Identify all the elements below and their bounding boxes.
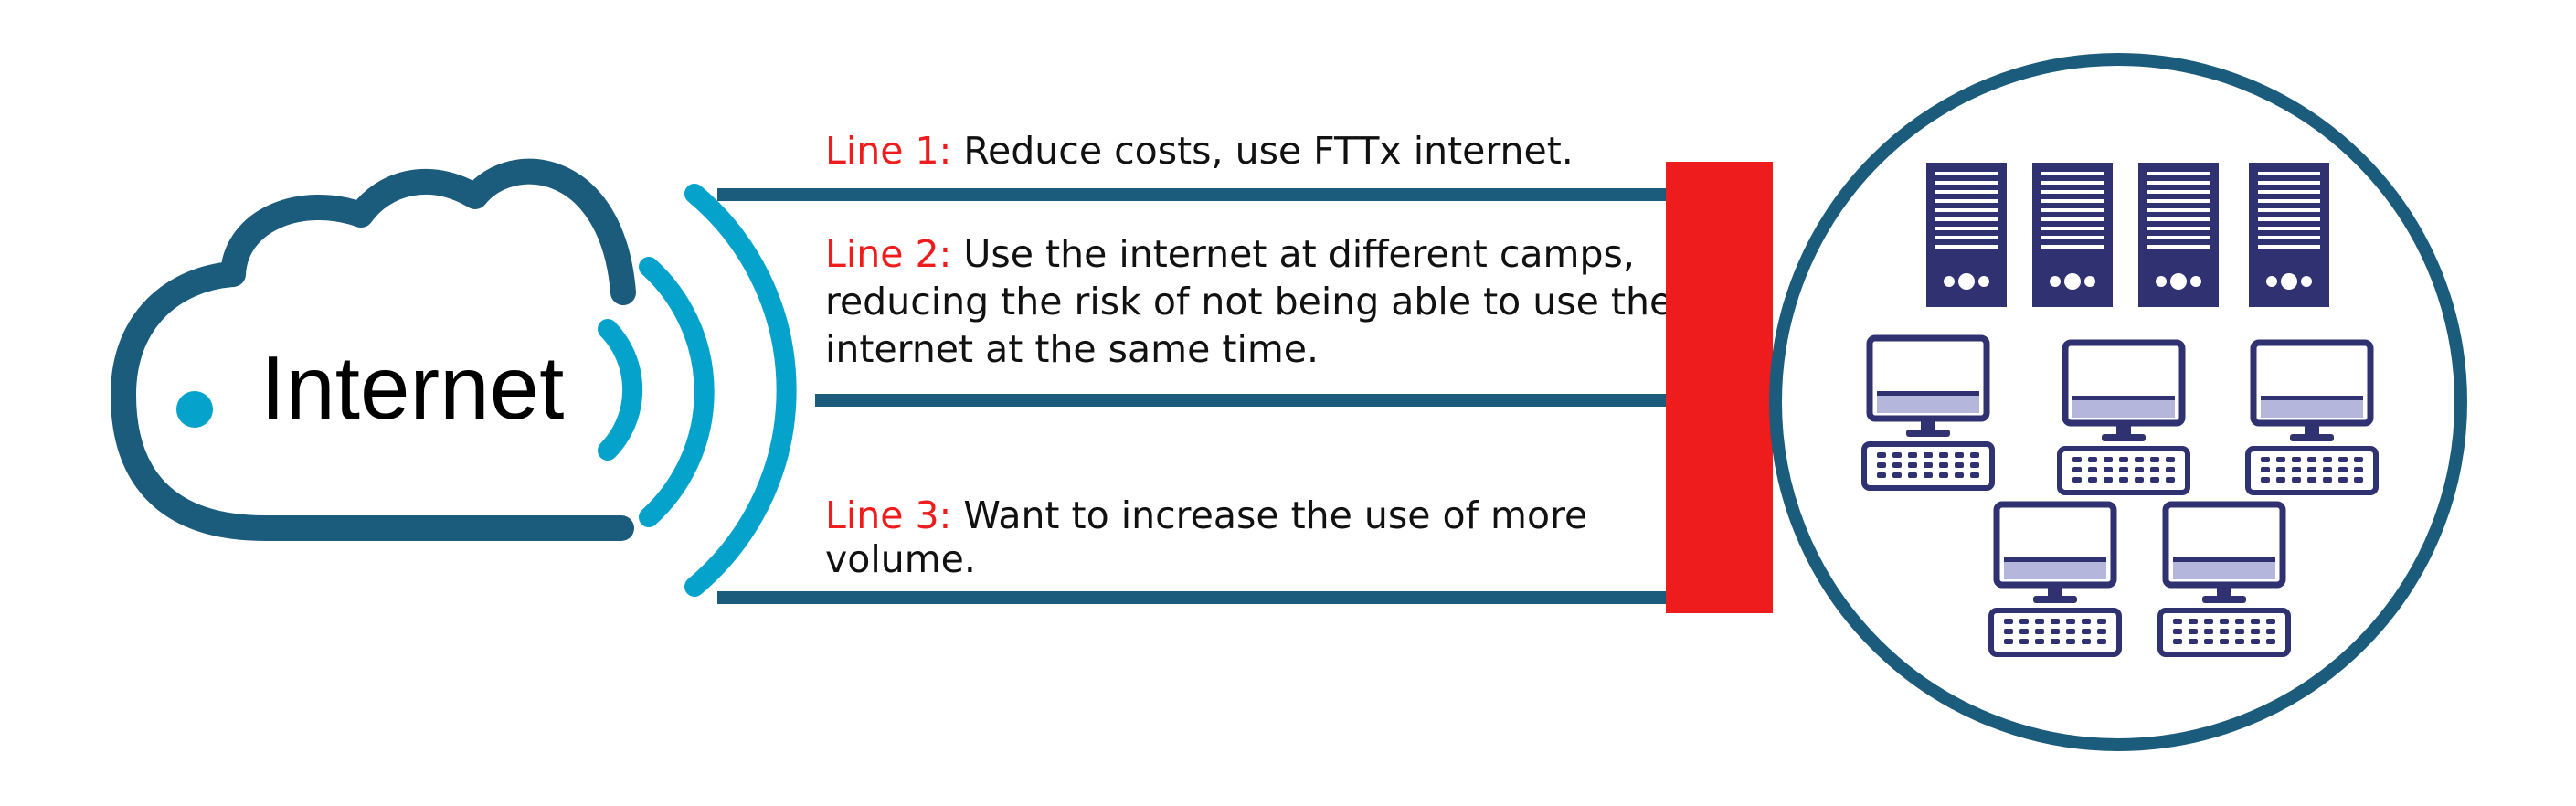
desktop-computer-icon	[2157, 501, 2291, 657]
server-tower-icon	[2138, 163, 2219, 307]
server-tower-icon	[1926, 163, 2007, 307]
connection-lines	[717, 188, 1668, 604]
line-2-prefix: Line 2:	[825, 232, 951, 276]
line-2-description: Line 2: Use the internet at different ca…	[825, 232, 1635, 276]
line-3-description: Line 3: Want to increase the use of more	[825, 493, 1587, 537]
local-network-devices	[1861, 163, 2379, 657]
line-2-text-2: reducing the risk of not being able to u…	[825, 280, 1672, 323]
red-gateway-block	[1666, 162, 1773, 613]
cloud-dot	[176, 391, 213, 428]
cloud-label: Internet	[260, 337, 564, 438]
line-3-prefix: Line 3:	[825, 493, 951, 537]
cloud-icon	[111, 158, 797, 597]
line-1-prefix: Line 1:	[825, 129, 951, 173]
wifi-arc-small	[598, 319, 643, 461]
desktop-computer-icon	[2057, 339, 2190, 495]
line-1-text-1: Reduce costs, use FTTx internet.	[951, 129, 1573, 173]
line-1-description: Line 1: Reduce costs, use FTTx internet.	[825, 129, 1574, 173]
desktop-computer-icon	[1988, 501, 2122, 657]
server-tower-icon	[2249, 163, 2329, 307]
line-2-text-3: internet at the same time.	[825, 327, 1319, 371]
line-2-text-1: Use the internet at different camps,	[951, 232, 1635, 276]
line-3-text-2: volume.	[825, 537, 976, 581]
cloud-outline	[111, 158, 636, 541]
line-3-text-1: Want to increase the use of more	[951, 493, 1587, 537]
desktop-computer-icon	[1861, 334, 1995, 491]
desktop-computer-icon	[2245, 339, 2379, 495]
server-tower-icon	[2032, 163, 2113, 307]
wifi-arc-medium	[639, 257, 715, 527]
wifi-arc-large	[684, 184, 797, 597]
